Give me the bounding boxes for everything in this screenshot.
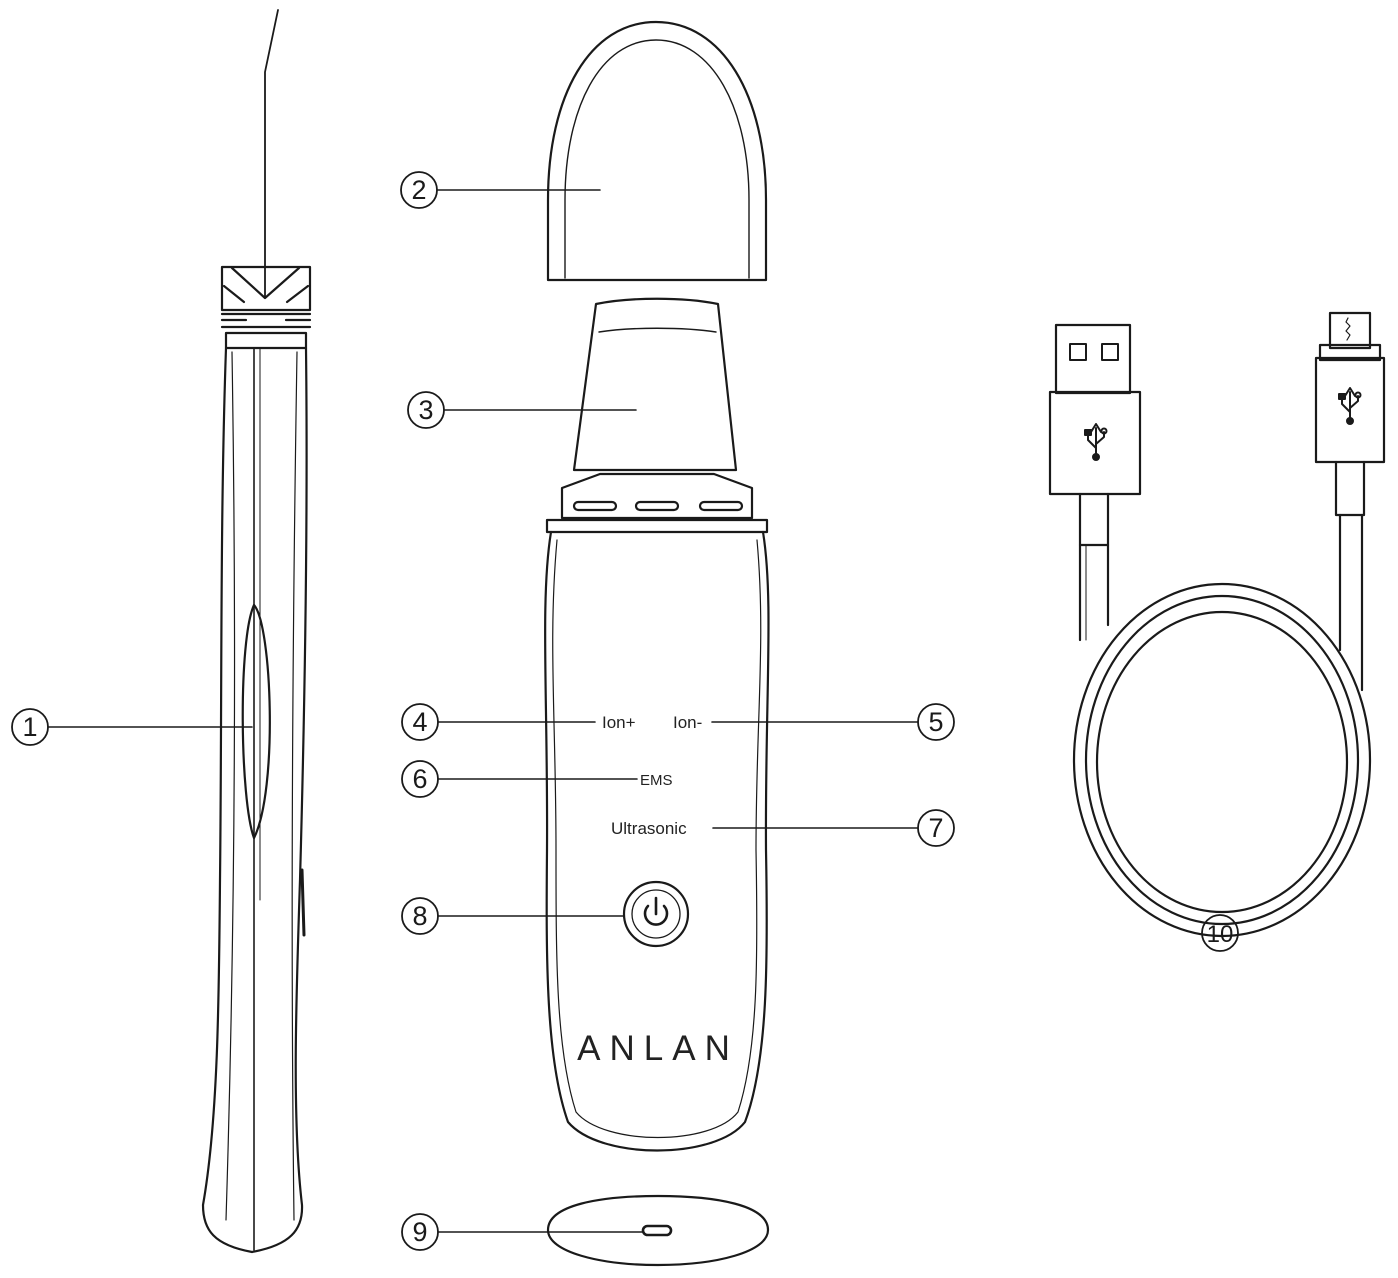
side-wire: [264, 9, 279, 297]
micro-usb-port: [641, 1224, 673, 1237]
device-front-body: [544, 530, 770, 1152]
power-button: [622, 880, 690, 948]
charging-base: [546, 1194, 770, 1267]
device-side-view: [201, 9, 312, 1254]
leader-lines: [47, 189, 919, 1233]
label-ems: EMS: [640, 772, 673, 789]
callout-7: 7: [928, 813, 943, 843]
callout-9: 9: [412, 1217, 427, 1247]
label-ultrasonic: Ultrasonic: [611, 819, 687, 838]
side-button: [241, 603, 271, 840]
usb-cable: [1048, 311, 1386, 938]
callout-4: 4: [412, 707, 427, 737]
callout-2: 2: [411, 175, 426, 205]
power-icon: [643, 904, 669, 926]
callout-10: 10: [1207, 921, 1234, 948]
label-ion-minus: Ion-: [673, 713, 702, 732]
callout-3: 3: [418, 395, 433, 425]
side-head: [220, 265, 312, 312]
callout-6: 6: [412, 764, 427, 794]
usb-icon-right: [1338, 387, 1362, 425]
device-cap: [546, 20, 768, 282]
callout-5: 5: [928, 707, 943, 737]
brand-logo: ANLAN: [577, 1029, 739, 1068]
callout-circles: [11, 171, 1239, 1251]
callout-1: 1: [22, 712, 37, 742]
callout-8: 8: [412, 901, 427, 931]
label-ion-plus: Ion+: [602, 713, 636, 732]
side-body: [201, 346, 308, 1254]
scraper-blade: [545, 297, 769, 534]
usb-icon-left: [1084, 423, 1108, 461]
